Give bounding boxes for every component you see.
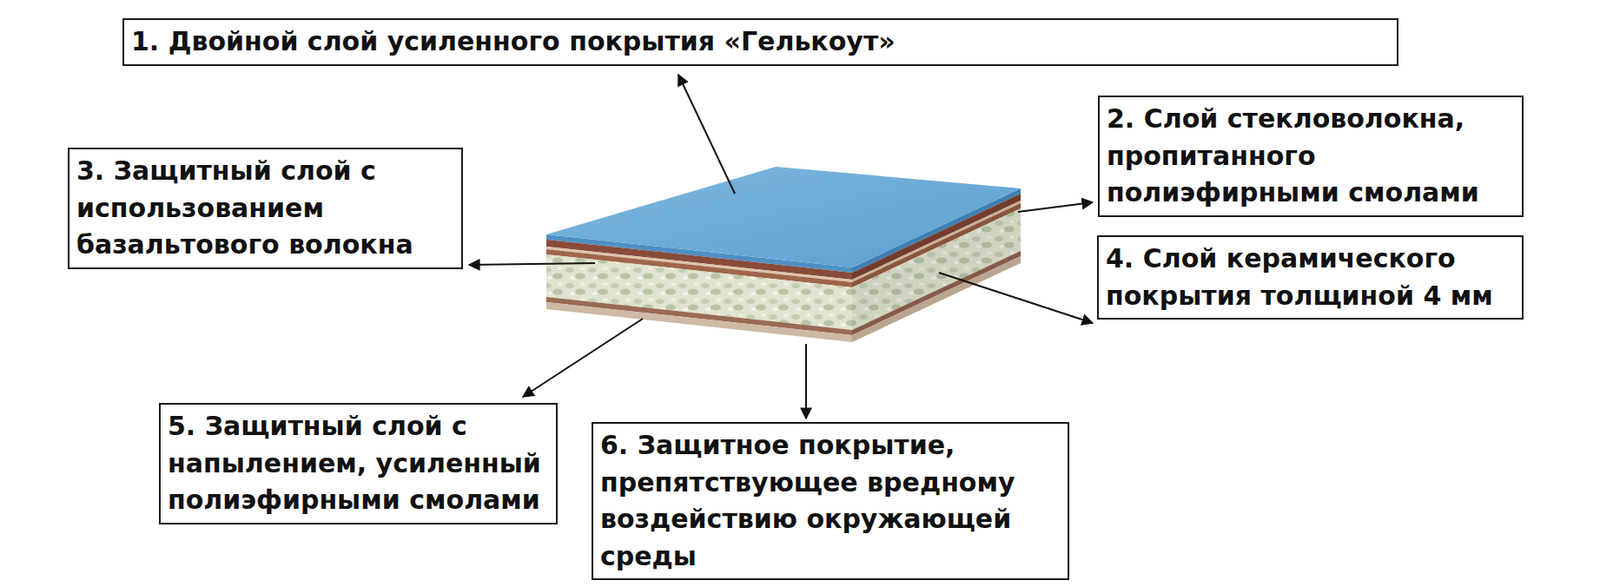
callout-box: 2. Слой стекловолокна, пропитанного поли… bbox=[1097, 95, 1524, 218]
callout-box: 1. Двойной слой усиленного покрытия «Гел… bbox=[122, 18, 1399, 67]
callout-text: 6. Защитное покрытие, препятствующее вре… bbox=[600, 427, 1061, 576]
leader-arrow bbox=[678, 74, 735, 194]
leader-arrow bbox=[522, 318, 643, 397]
callout-box: 3. Защитный слой с использованием базаль… bbox=[67, 147, 463, 270]
leader-arrow bbox=[469, 263, 596, 265]
callout-text: 4. Слой керамического покрытия толщиной … bbox=[1105, 240, 1515, 315]
callout-box: 5. Защитный слой с напылением, усиленный… bbox=[158, 403, 558, 525]
callout-text: 5. Защитный слой с напылением, усиленный… bbox=[167, 408, 549, 520]
leader-arrow bbox=[1018, 202, 1093, 212]
callout-text: 1. Двойной слой усиленного покрытия «Гел… bbox=[131, 23, 1390, 61]
callout-text: 3. Защитный слой с использованием базаль… bbox=[76, 152, 455, 265]
callout-box: 4. Слой керамического покрытия толщиной … bbox=[1097, 235, 1524, 320]
slab-layer-front bbox=[546, 302, 853, 343]
slab-top-gelcoat bbox=[546, 166, 1021, 268]
leader-arrow bbox=[805, 343, 807, 419]
leader-arrow bbox=[938, 272, 1093, 324]
callout-box: 6. Защитное покрытие, препятствующее вре… bbox=[591, 422, 1070, 581]
callout-text: 2. Слой стекловолокна, пропитанного поли… bbox=[1106, 100, 1515, 212]
slab-layer-front bbox=[546, 297, 853, 336]
